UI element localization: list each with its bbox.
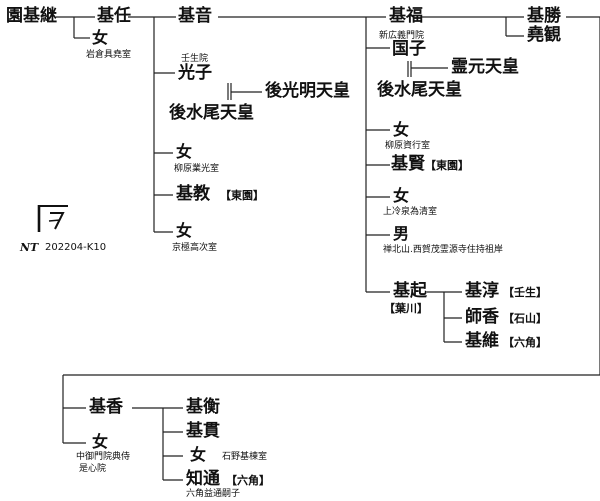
person-motofuku-son: 男 xyxy=(393,224,410,243)
person-note: 禅北山.西賀茂霊源寺住持祖岸 xyxy=(383,245,503,255)
person-note: 六角益通嗣子 xyxy=(186,489,241,499)
person-note: 京極高次室 xyxy=(172,243,218,253)
person-motokatsu: 基勝 xyxy=(527,6,561,26)
person-motoatsu: 基淳 xyxy=(465,281,499,301)
logo-mark xyxy=(36,203,70,233)
person-title: 新広義門院 xyxy=(379,31,425,41)
person-kuniko: 国子 xyxy=(392,39,426,59)
person-motonori: 基教 xyxy=(176,184,210,204)
logo-glyph-icon xyxy=(37,205,68,232)
person-motofuku: 基福 xyxy=(389,6,423,26)
house-tag: 【東園】 xyxy=(425,159,469,172)
house-tag: 【六角】 xyxy=(226,474,270,487)
person-takami: 堯観 xyxy=(527,25,561,45)
person-motone-daughter: 女 xyxy=(176,142,193,161)
house-tag: 【東園】 xyxy=(220,189,264,202)
person-motoka: 基香 xyxy=(89,397,123,417)
person-reigen: 霊元天皇 xyxy=(451,57,519,77)
person-tomomichi: 知通 xyxy=(186,469,220,489)
person-note: 岩倉具堯室 xyxy=(86,50,132,60)
person-motone: 基音 xyxy=(178,6,212,26)
person-motoka-daughter: 女 xyxy=(190,445,207,464)
house-tag: 【石山】 xyxy=(503,312,547,325)
person-note: 是心院 xyxy=(79,464,107,474)
person-gomizunoo: 後水尾天皇 xyxy=(169,103,254,123)
person-note: 柳原業光室 xyxy=(174,164,220,174)
person-motoka-daughter: 女 xyxy=(92,432,109,451)
person-motofuku-daughter: 女 xyxy=(393,120,410,139)
person-moroka: 師香 xyxy=(465,307,499,327)
person-note: 柳原資行室 xyxy=(385,141,431,151)
person-note: 石野基棟室 xyxy=(222,452,268,462)
house-tag: 【六角】 xyxy=(503,336,547,349)
person-note: 上冷泉為清室 xyxy=(383,207,438,217)
person-motone-daughter: 女 xyxy=(176,221,193,240)
person-title: 壬生院 xyxy=(181,54,209,64)
person-motokata: 基賢 xyxy=(391,154,425,174)
person-gomizunoo: 後水尾天皇 xyxy=(377,80,462,100)
person-mototada-daughter: 女 xyxy=(92,28,109,47)
person-mitsuko: 光子 xyxy=(178,63,212,83)
person-motooki: 基起 xyxy=(393,281,427,301)
house-tag: 【葉川】 xyxy=(384,302,428,315)
person-gokomyo: 後光明天皇 xyxy=(265,81,350,101)
person-enkitsugu: 園基継 xyxy=(6,6,57,26)
person-note: 中御門院典侍 xyxy=(76,452,131,462)
person-motofuku-daughter: 女 xyxy=(393,186,410,205)
logo-code: 202204-K10 xyxy=(45,242,107,253)
logo-initials: NT xyxy=(20,241,39,254)
person-motoi: 基維 xyxy=(465,331,499,351)
person-motohira: 基衡 xyxy=(186,397,220,417)
person-mototada: 基任 xyxy=(97,6,131,26)
person-motonuki: 基貫 xyxy=(186,421,220,441)
house-tag: 【壬生】 xyxy=(503,286,547,299)
